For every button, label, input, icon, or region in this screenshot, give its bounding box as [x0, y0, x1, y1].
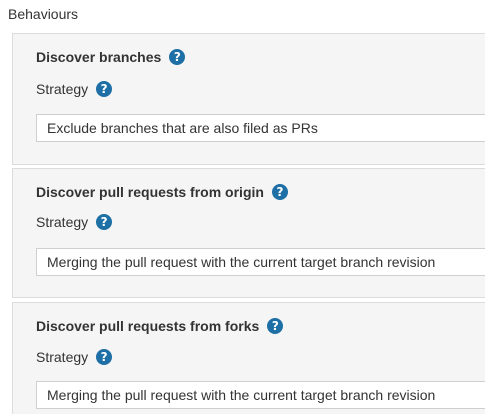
strategy-row: Strategy ? [36, 81, 113, 97]
behaviour-heading: Discover pull requests from origin [36, 184, 264, 200]
strategy-row: Strategy ? [36, 214, 113, 230]
strategy-label: Strategy [36, 214, 89, 230]
strategy-select[interactable]: Merging the pull request with the curren… [36, 248, 485, 276]
strategy-label: Strategy [36, 81, 89, 97]
behaviour-panel-discover-branches: Discover branches ? Strategy ? Exclude b… [12, 33, 485, 165]
behaviour-heading-row: Discover pull requests from origin ? [36, 184, 288, 200]
strategy-select[interactable]: Merging the pull request with the curren… [36, 381, 485, 409]
behaviour-heading: Discover pull requests from forks [36, 318, 260, 334]
section-title: Behaviours [8, 6, 79, 22]
help-icon[interactable]: ? [267, 318, 284, 334]
strategy-select[interactable]: Exclude branches that are also filed as … [36, 114, 485, 142]
help-icon[interactable]: ? [96, 349, 113, 365]
help-icon[interactable]: ? [169, 49, 186, 65]
help-icon[interactable]: ? [96, 214, 113, 230]
behaviour-panel-discover-pr-origin: Discover pull requests from origin ? Str… [12, 168, 485, 298]
behaviour-panel-discover-pr-forks: Discover pull requests from forks ? Stra… [12, 302, 485, 414]
behaviour-heading-row: Discover pull requests from forks ? [36, 318, 284, 334]
strategy-label: Strategy [36, 349, 89, 365]
behaviour-heading-row: Discover branches ? [36, 49, 186, 65]
behaviour-heading: Discover branches [36, 49, 162, 65]
help-icon[interactable]: ? [271, 184, 288, 200]
help-icon[interactable]: ? [96, 81, 113, 97]
strategy-row: Strategy ? [36, 349, 113, 365]
